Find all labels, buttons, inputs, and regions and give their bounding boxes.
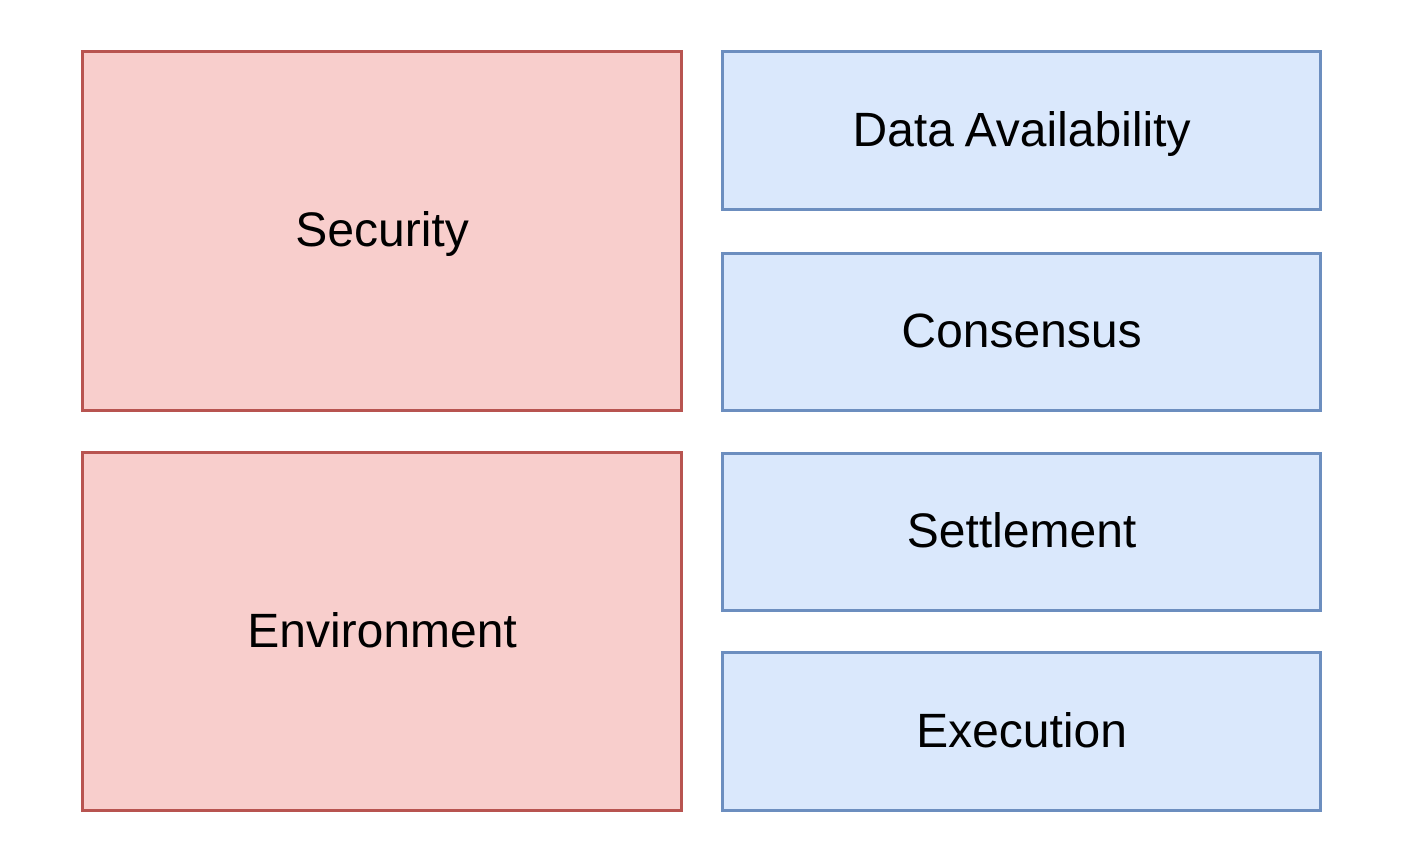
diagram-node-data-availability: Data Availability — [721, 50, 1322, 211]
node-data-availability-label: Data Availability — [852, 103, 1191, 157]
diagram-node-environment: Environment — [81, 451, 683, 812]
node-consensus-label: Consensus — [901, 305, 1142, 359]
node-settlement-label: Settlement — [906, 505, 1137, 559]
diagram-node-settlement: Settlement — [721, 452, 1322, 612]
node-security-label: Security — [295, 204, 469, 258]
diagram-node-execution: Execution — [721, 651, 1322, 812]
node-environment-label: Environment — [247, 604, 517, 658]
diagram-node-consensus: Consensus — [721, 252, 1322, 412]
node-execution-label: Execution — [916, 704, 1127, 758]
diagram-node-security: Security — [81, 50, 683, 412]
